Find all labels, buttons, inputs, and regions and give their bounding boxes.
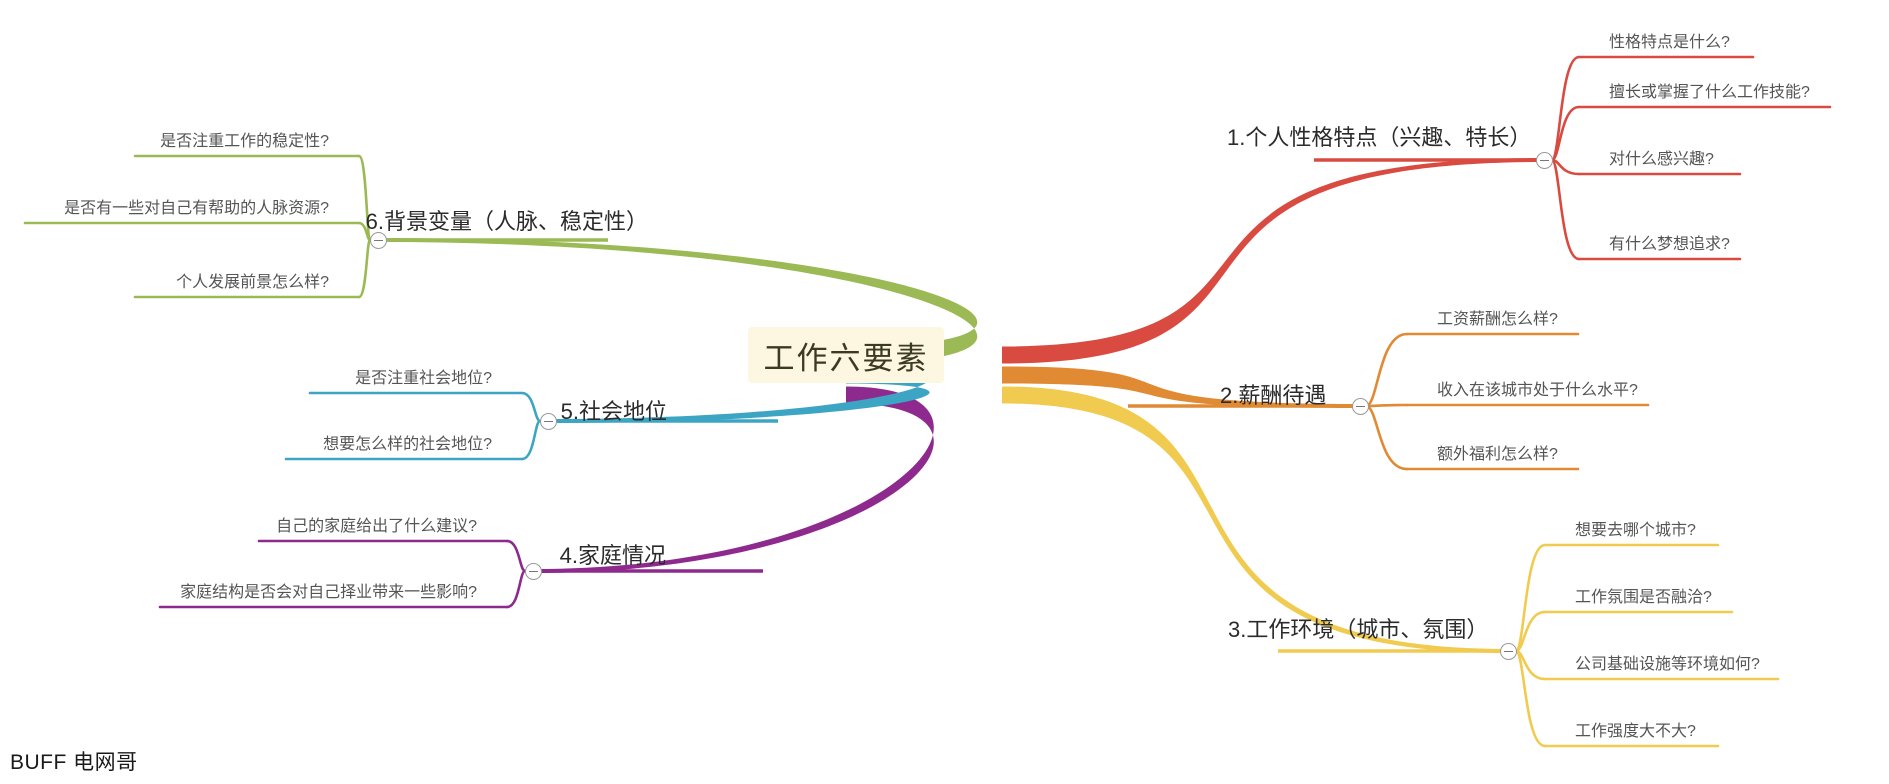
child-connector: [1514, 649, 1547, 681]
child-label-b2-1[interactable]: 工资薪酬怎么样?: [1437, 311, 1558, 328]
child-label-b4-2[interactable]: 家庭结构是否会对自己择业带来一些影响?: [180, 584, 477, 601]
branch-label-b2[interactable]: 2.薪酬待遇: [1220, 383, 1327, 408]
child-label-b6-1[interactable]: 是否注重工作的稳定性?: [160, 133, 329, 150]
child-label-b2-3[interactable]: 额外福利怎么样?: [1437, 446, 1558, 463]
child-label-b5-2[interactable]: 想要怎么样的社会地位?: [323, 436, 492, 453]
child-label-b2-2[interactable]: 收入在该城市处于什么水平?: [1437, 382, 1638, 399]
watermark: BUFF 电网哥: [10, 751, 138, 774]
child-connector: [1550, 158, 1581, 176]
child-connector: [1550, 158, 1581, 261]
root-node-label: 工作六要素: [763, 340, 929, 376]
collapse-minus-icon[interactable]: [525, 563, 542, 580]
child-connector: [1514, 543, 1547, 653]
child-label-b5-1[interactable]: 是否注重社会地位?: [355, 370, 492, 387]
branch-trunk: [1002, 158, 1544, 364]
branch-label-b5[interactable]: 5.社会地位: [560, 399, 667, 424]
collapse-minus-icon[interactable]: [1352, 398, 1369, 415]
child-connector: [1514, 610, 1547, 653]
child-label-b1-4[interactable]: 有什么梦想追求?: [1609, 236, 1730, 253]
child-connector: [520, 419, 542, 461]
child-label-b1-3[interactable]: 对什么感兴趣?: [1609, 151, 1714, 168]
collapse-minus-icon[interactable]: [370, 232, 387, 249]
root-node[interactable]: 工作六要素: [748, 327, 944, 383]
branch-label-b6[interactable]: 6.背景变量（人脉、稳定性）: [365, 209, 648, 234]
child-label-b4-1[interactable]: 自己的家庭给出了什么建议?: [276, 518, 477, 535]
child-connector: [1550, 55, 1581, 162]
child-connector: [1364, 332, 1409, 408]
child-connector: [1514, 649, 1547, 748]
collapse-minus-icon[interactable]: [1536, 152, 1553, 169]
child-label-b3-1[interactable]: 想要去哪个城市?: [1575, 522, 1696, 539]
child-label-b1-2[interactable]: 擅长或掌握了什么工作技能?: [1609, 84, 1810, 101]
child-label-b3-2[interactable]: 工作氛围是否融洽?: [1575, 589, 1712, 606]
child-label-b3-3[interactable]: 公司基础设施等环境如何?: [1575, 656, 1760, 673]
child-connector: [357, 238, 372, 299]
branch-label-b4[interactable]: 4.家庭情况: [559, 543, 666, 568]
child-connector: [1364, 403, 1409, 408]
child-label-b3-4[interactable]: 工作强度大不大?: [1575, 723, 1696, 740]
collapse-minus-icon[interactable]: [1500, 643, 1517, 660]
child-connector: [1364, 404, 1409, 471]
child-connector: [505, 569, 527, 609]
collapse-minus-icon[interactable]: [540, 413, 557, 430]
branch-label-b3[interactable]: 3.工作环境（城市、氛围）: [1228, 617, 1489, 642]
branch-label-b1[interactable]: 1.个人性格特点（兴趣、特长）: [1227, 125, 1532, 150]
child-label-b6-3[interactable]: 个人发展前景怎么样?: [176, 274, 329, 291]
child-label-b6-2[interactable]: 是否有一些对自己有帮助的人脉资源?: [64, 200, 329, 217]
child-connector: [1550, 105, 1581, 162]
child-label-b1-1[interactable]: 性格特点是什么?: [1609, 34, 1730, 51]
